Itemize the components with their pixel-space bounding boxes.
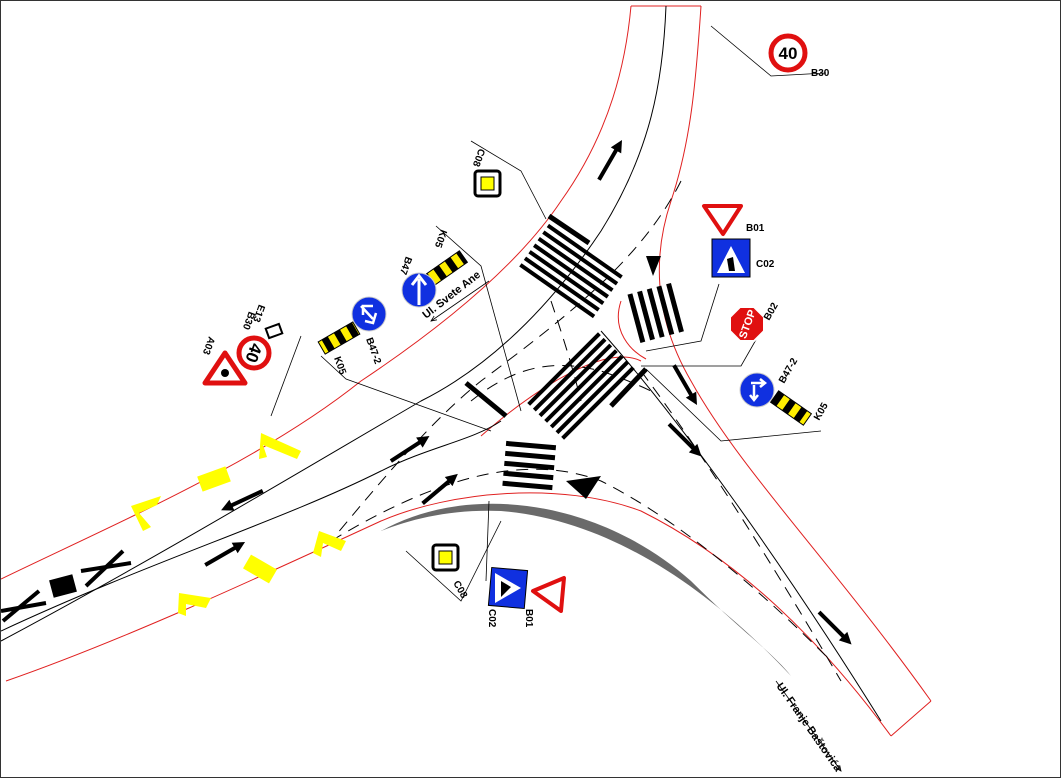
crosswalk-east xyxy=(627,283,684,343)
sign-speed-limit-40-top: 40 B30 xyxy=(768,33,830,79)
sign-code: B47-2 xyxy=(363,336,383,366)
sign-stop: STOP B02 xyxy=(729,301,781,342)
sign-mandatory-pass-west: B47-2 K05 xyxy=(317,296,387,377)
sign-code: B02 xyxy=(762,301,781,323)
sign-mandatory-straight-north: B47 K05 xyxy=(397,228,469,308)
sign-code-k05: K05 xyxy=(432,228,449,249)
stop-lines xyxy=(464,213,648,418)
sign-code: B47-2 xyxy=(777,356,800,385)
sign-code: B47 xyxy=(397,255,414,276)
sign-code-b01: B01 xyxy=(746,223,765,234)
west-arm-crosses xyxy=(1,549,132,623)
sign-code-b01: B01 xyxy=(523,609,534,628)
sign-code: B30 xyxy=(811,68,830,79)
speed-limit-value: 40 xyxy=(779,44,798,63)
sign-code-k05: K05 xyxy=(812,401,831,423)
sign-code-a03: A03 xyxy=(200,335,217,356)
sign-code: C08 xyxy=(450,579,469,601)
give-way-markings xyxy=(566,256,661,499)
sign-code: C08 xyxy=(470,147,487,168)
yellow-markings xyxy=(131,433,346,616)
dashed-lines xyxy=(330,180,842,682)
street-name-franje-bastovica: Ul. Franje Baštovića xyxy=(774,681,845,775)
sign-group-east: B01 C02 xyxy=(702,204,775,278)
leader-lines xyxy=(270,25,841,771)
crosswalk-north xyxy=(519,223,623,319)
sign-group-south: C02 B01 xyxy=(486,566,566,628)
crosswalk-center xyxy=(527,332,635,440)
sign-mandatory-pass-east: B47-2 K05 xyxy=(739,356,831,426)
sign-priority-road-north: C08 xyxy=(470,147,502,198)
sign-group-west: 40 A03 B30 E13 xyxy=(200,303,284,386)
lane-lines xyxy=(1,5,882,722)
sign-code-k05: K05 xyxy=(331,355,348,376)
crosswalk-south xyxy=(502,440,557,491)
sign-code-c02: C02 xyxy=(756,259,775,270)
sign-code-c02: C02 xyxy=(486,609,497,628)
shaded-verge xyxy=(381,503,791,676)
